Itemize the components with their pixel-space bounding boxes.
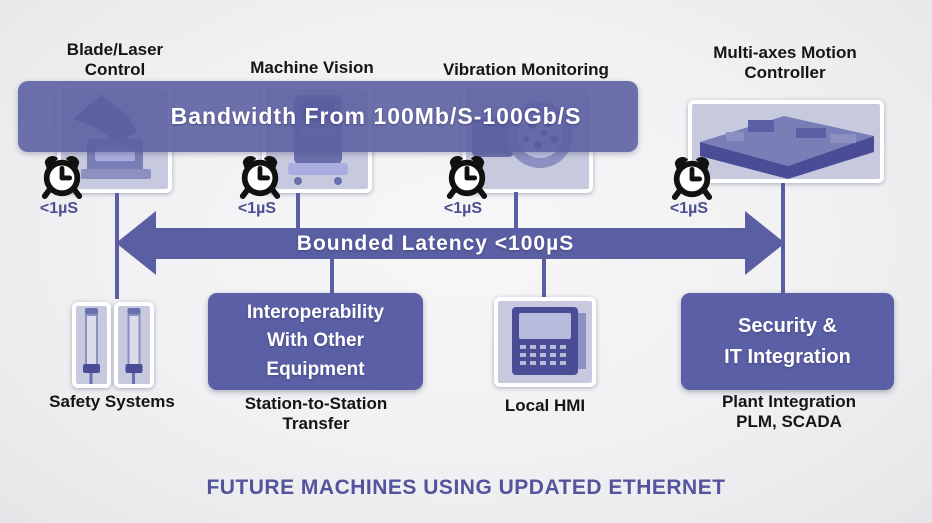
safety-system-image: [114, 302, 154, 388]
bandwidth-banner: Bandwidth From 100Mb/S-100Gb/S: [18, 81, 638, 152]
motion-controller-image: [688, 100, 884, 183]
blade-laser-label: Blade/Laser Control: [66, 40, 164, 79]
latency-badge: <1µS: [443, 200, 483, 217]
connector-vision-arrow: [296, 193, 300, 229]
connector-vibration-arrow: [514, 192, 518, 229]
motion-stage-art: [700, 116, 874, 179]
connector-arrow-hmi: [542, 258, 546, 298]
light-curtain-art: [125, 308, 143, 384]
plant-integration-label: Plant Integration PLM, SCADA: [721, 392, 857, 431]
security-box: Security & IT Integration: [681, 293, 894, 390]
interoperability-box: Interoperability With Other Equipment: [208, 293, 423, 390]
alarm-clock-icon: [671, 157, 713, 200]
latency-badge: <1µS: [237, 200, 277, 217]
motion-controller-label: Multi-axes Motion Controller: [713, 43, 857, 82]
machine-vision-label: Machine Vision: [250, 58, 374, 77]
hmi-panel-art: [512, 307, 586, 375]
station-transfer-label: Station-to-Station Transfer: [244, 394, 388, 433]
alarm-clock-icon: [41, 156, 83, 199]
alarm-clock-icon: [446, 156, 488, 199]
latency-badge: <1µS: [39, 200, 79, 217]
safety-system-image: [72, 302, 111, 388]
latency-badge: <1µS: [669, 200, 709, 217]
local-hmi-image: [494, 297, 596, 387]
local-hmi-label: Local HMI: [504, 396, 586, 415]
latency-arrow: Bounded Latency <100µS: [155, 228, 746, 259]
bandwidth-banner-text: Bandwidth From 100Mb/S-100Gb/S: [170, 103, 582, 129]
safety-systems-label: Safety Systems: [49, 392, 175, 411]
interoperability-text: Interoperability With Other Equipment: [246, 301, 385, 380]
security-text: Security & IT Integration: [724, 314, 851, 368]
latency-arrow-right-head: [745, 211, 785, 275]
vibration-monitoring-label: Vibration Monitoring: [443, 60, 609, 79]
latency-arrow-text: Bounded Latency <100µS: [296, 231, 575, 255]
diagram-title: FUTURE MACHINES USING UPDATED ETHERNET: [206, 476, 726, 499]
light-curtain-art: [83, 308, 100, 384]
latency-arrow-left-head: [116, 211, 156, 275]
alarm-clock-icon: [239, 156, 281, 199]
connector-arrow-interop: [330, 258, 334, 294]
